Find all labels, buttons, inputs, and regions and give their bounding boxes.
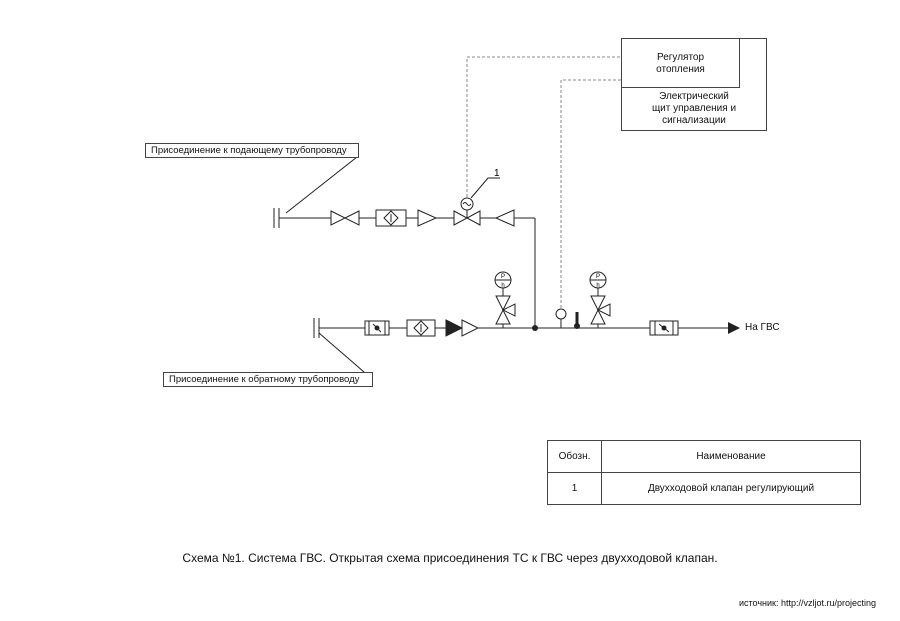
control-signal-lines bbox=[466, 56, 622, 308]
supply-pipeline bbox=[273, 208, 536, 328]
thermometer bbox=[574, 312, 580, 329]
callout-number: 1 bbox=[494, 168, 500, 179]
return-pipeline bbox=[313, 318, 728, 338]
supply-leader-line bbox=[285, 150, 358, 214]
panel-label-line3: сигнализации bbox=[662, 115, 726, 126]
return-flowmeter bbox=[364, 320, 390, 336]
supply-connection-label: Присоединение к подающему трубопроводу bbox=[145, 143, 359, 158]
output-label: На ГВС bbox=[745, 322, 780, 333]
return-check-valve bbox=[445, 319, 480, 337]
legend-row-code: 1 bbox=[547, 472, 602, 505]
output-flowmeter bbox=[649, 320, 679, 336]
return-leader-line bbox=[318, 332, 365, 375]
gauge-left-top-symbol: P bbox=[501, 274, 505, 280]
regulator-label-line1: Регулятор bbox=[656, 52, 705, 63]
source-note: источник: http://vzljot.ru/projecting bbox=[739, 598, 877, 608]
temperature-sensor bbox=[555, 308, 567, 328]
supply-check-valve-2 bbox=[494, 209, 515, 227]
control-line-to-sensor bbox=[560, 79, 622, 308]
pipe-junction bbox=[532, 325, 538, 331]
supply-gate-valve bbox=[330, 210, 360, 226]
legend-header-code: Обозн. bbox=[547, 440, 602, 473]
control-line-to-valve bbox=[466, 56, 622, 197]
supply-strainer bbox=[375, 209, 407, 227]
legend-row: 1 Двухходовой клапан регулирующий bbox=[547, 472, 861, 505]
regulator-label-line2: отопления bbox=[656, 64, 705, 75]
output-arrow-icon bbox=[728, 322, 740, 334]
regulating-valve-1 bbox=[453, 177, 500, 226]
gauge-left-bottom-symbol: h bbox=[501, 283, 504, 289]
return-strainer bbox=[406, 319, 436, 337]
gauge-right-bottom-symbol: h bbox=[596, 283, 599, 289]
legend-row-name: Двухходовой клапан регулирующий bbox=[601, 472, 861, 505]
legend-table: Обозн. Наименование 1 Двухходовой клапан… bbox=[547, 440, 861, 505]
panel-label-line1: Электрический bbox=[659, 91, 729, 102]
legend-header-name: Наименование bbox=[601, 440, 861, 473]
figure-caption: Схема №1. Система ГВС. Открытая схема пр… bbox=[182, 551, 718, 565]
control-cabinet: Регулятор отопления Электрический щит уп… bbox=[621, 38, 767, 131]
gauge-right-top-symbol: P bbox=[596, 274, 600, 280]
panel-label-line2: щит управления и bbox=[651, 103, 737, 114]
return-connection-label: Присоединение к обратному трубопроводу bbox=[163, 372, 373, 387]
supply-check-valve bbox=[417, 209, 438, 227]
pressure-gauge-left bbox=[494, 271, 516, 328]
pressure-gauge-right bbox=[589, 271, 611, 328]
heating-regulator-box: Регулятор отопления bbox=[621, 38, 740, 88]
control-panel-label: Электрический щит управления и сигнализа… bbox=[622, 91, 766, 127]
